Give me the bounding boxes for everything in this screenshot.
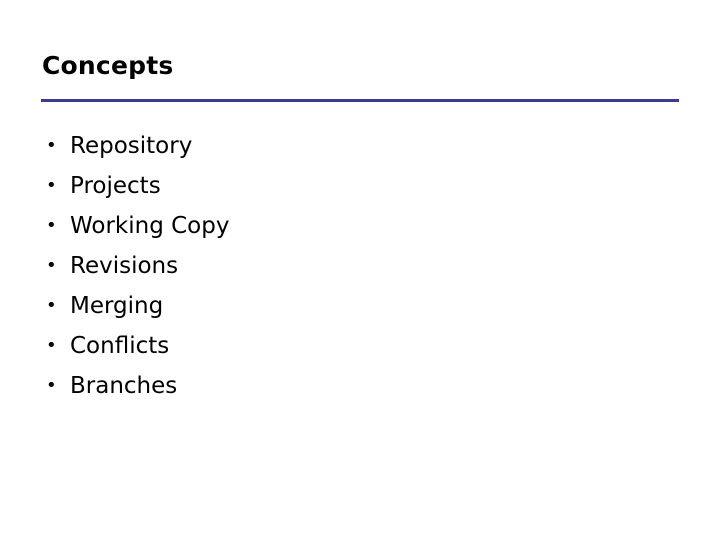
list-item-label: Conflicts	[70, 333, 170, 359]
list-item: • Working Copy	[38, 206, 678, 246]
bullet-point-icon: •	[46, 175, 57, 196]
bullet-point-icon: •	[46, 335, 57, 356]
concepts-bullet-list: • Repository • Projects • Working Copy •…	[38, 126, 678, 406]
title-divider	[41, 99, 679, 102]
list-item: • Merging	[38, 286, 678, 326]
list-item: • Conflicts	[38, 326, 678, 366]
list-item: • Projects	[38, 166, 678, 206]
list-item-label: Revisions	[70, 253, 179, 279]
list-item-label: Repository	[70, 133, 193, 159]
bullet-point-icon: •	[46, 255, 57, 276]
page-title: Concepts	[42, 51, 174, 80]
bullet-point-icon: •	[46, 375, 57, 396]
list-item: • Repository	[38, 126, 678, 166]
list-item-label: Working Copy	[70, 213, 230, 239]
bullet-point-icon: •	[46, 295, 57, 316]
list-item: • Revisions	[38, 246, 678, 286]
list-item-label: Branches	[70, 373, 178, 399]
list-item-label: Merging	[70, 293, 164, 319]
bullet-point-icon: •	[46, 135, 57, 156]
list-item: • Branches	[38, 366, 678, 406]
bullet-point-icon: •	[46, 215, 57, 236]
list-item-label: Projects	[70, 173, 161, 199]
